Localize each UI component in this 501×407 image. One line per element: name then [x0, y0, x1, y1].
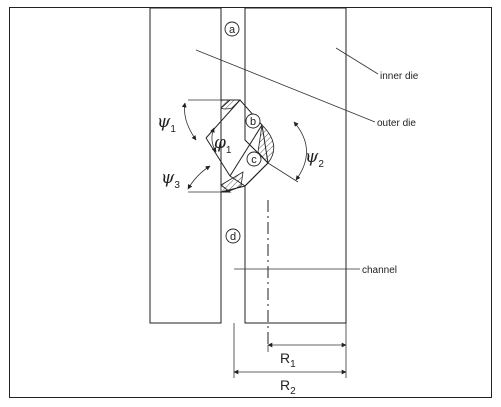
channel-diagonal-lower [205, 137, 231, 177]
psi3-arc [187, 165, 211, 190]
channel-label: channel [362, 265, 397, 276]
zone-d-label: d [230, 231, 236, 243]
diagram-frame [9, 7, 492, 398]
channel-diagonal-inner [229, 124, 263, 177]
outer-die-leader [195, 49, 376, 123]
outer-die-label: outer die [377, 118, 416, 129]
zone-d-marker: d [225, 228, 241, 244]
zone-a-label: a [229, 24, 236, 36]
psi2-ref-line [267, 162, 299, 183]
psi3-label: ψ3 [161, 168, 180, 191]
zone-b-label: b [250, 116, 256, 128]
zone-a-marker: a [224, 21, 240, 37]
dead-zone-lower [220, 171, 244, 193]
outer-die-block [149, 7, 232, 324]
phi1-arc [210, 127, 217, 153]
psi1-arc [181, 102, 197, 141]
zone-b-marker: b [245, 113, 261, 129]
zone-c-label: c [251, 154, 257, 166]
inner-die-label: inner die [380, 71, 419, 82]
r1-label: R1 [280, 350, 296, 370]
r2-label: R2 [280, 377, 296, 397]
psi2-arc [293, 121, 307, 181]
psi1-label: ψ1 [157, 112, 176, 135]
zone-c-marker: c [246, 151, 262, 167]
phi1-label: φ1 [214, 133, 232, 156]
psi2-label: ψ2 [305, 147, 324, 170]
dead-zone-upper [220, 99, 241, 110]
inner-die-block [244, 7, 347, 324]
inner-die-leader [335, 47, 379, 75]
